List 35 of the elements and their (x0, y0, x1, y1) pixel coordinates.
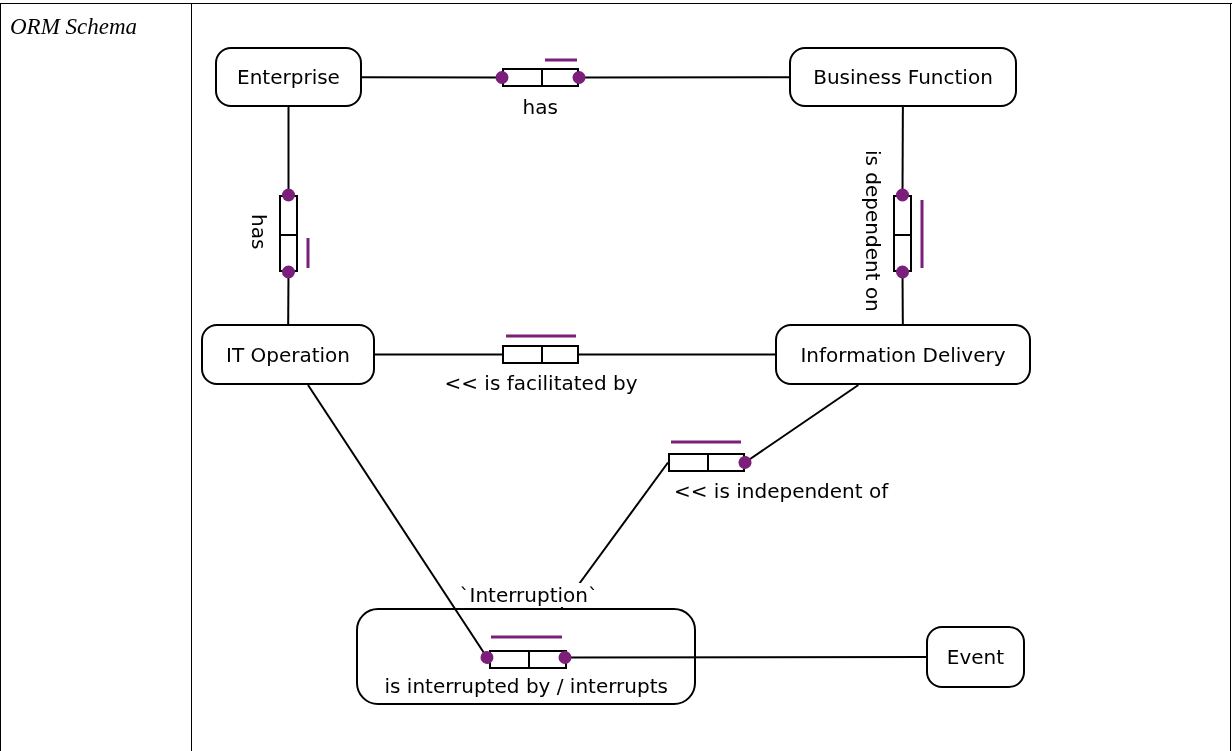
fact-reading: is dependent on (861, 150, 885, 312)
role-box (489, 650, 567, 669)
entity-name: Event (946, 645, 1005, 669)
role-box (502, 68, 579, 87)
connector-line (896, 265, 909, 325)
entity-box (215, 47, 362, 107)
entity-box (201, 324, 375, 385)
fact-reading: << is facilitated by (444, 371, 638, 395)
connector-line (572, 71, 790, 84)
entity-box (789, 47, 1017, 107)
connector-line (896, 106, 909, 202)
entity-name: IT Operation (226, 342, 350, 367)
entity-box (775, 324, 1031, 385)
entity-name: Information Delivery (800, 342, 1006, 367)
role-box (893, 195, 912, 272)
connector-line (578, 353, 776, 356)
entity-box (926, 626, 1025, 688)
entity-name: Enterprise (237, 65, 340, 89)
connector-line (307, 384, 494, 664)
role-box (668, 453, 745, 472)
connector-line (282, 265, 295, 325)
connector-line (560, 461, 669, 609)
connector-line (282, 106, 295, 202)
connector-line (361, 71, 509, 84)
connector-line (374, 353, 503, 356)
fact-reading: is interrupted by / interrupts (384, 674, 668, 698)
table-cell-heading: ORM Schema (10, 14, 138, 40)
fact-reading: << is independent of (674, 479, 889, 503)
role-box (279, 195, 298, 272)
role-box (502, 345, 579, 364)
entity-name: Business Function (813, 65, 993, 89)
connector-line (738, 384, 860, 469)
fact-reading: has (247, 214, 271, 250)
connector-line (558, 651, 927, 664)
fact-reading: has (522, 95, 558, 119)
